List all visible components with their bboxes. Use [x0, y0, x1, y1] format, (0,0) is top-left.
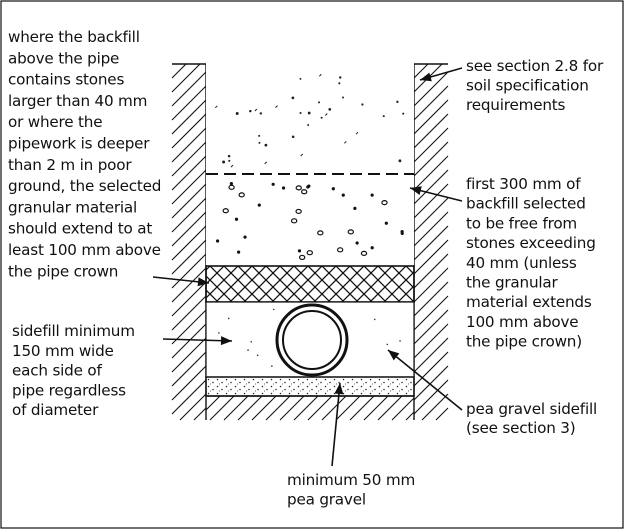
bottomHatch-lines [205, 395, 415, 421]
label-line: least 100 mm above [8, 241, 161, 259]
label-line: sidefill minimum [12, 322, 135, 340]
sidefill-arrow [162, 338, 233, 342]
label-line: where the backfill [8, 28, 140, 46]
selected-backfill-layer [206, 175, 414, 265]
label-line: pipe regardless [12, 381, 126, 399]
label-line: stones exceeding [466, 234, 596, 252]
label-line: the granular [466, 274, 559, 292]
label-line: 40 mm (unless [466, 254, 577, 272]
label-line: pipework is deeper [8, 135, 150, 153]
first-backfill-arrow-head [410, 186, 422, 196]
label-line: should extend to at [8, 220, 152, 238]
label-line: or where the [8, 113, 102, 131]
label-line: of diameter [12, 401, 99, 419]
leader-arrows [152, 67, 463, 467]
label-line: each side of [12, 362, 102, 380]
top-backfill-layer [206, 64, 414, 174]
label-line: larger than 40 mm [8, 92, 147, 110]
pipe-inner [282, 310, 342, 370]
sidefill-speckles [218, 308, 401, 367]
granular-crown-layer [205, 265, 415, 303]
label-line: backfill selected [466, 195, 586, 213]
label-line: requirements [466, 96, 566, 114]
label-line: granular material [8, 198, 137, 216]
sidefill-arrow-head [220, 336, 232, 346]
rightHatch-lines [413, 63, 449, 421]
bedding-arrow-head [334, 383, 344, 395]
label-line: pea gravel [287, 491, 366, 509]
pea-gravel-bedding [205, 376, 415, 397]
label-line: soil specification [466, 77, 589, 95]
pea-sidefill-arrow [387, 349, 463, 411]
bedding-arrow [331, 382, 341, 467]
bedding-label: minimum 50 mm pea gravel [287, 471, 415, 509]
label-line: the pipe crown [8, 262, 118, 280]
selected-backfill-stones [215, 182, 404, 261]
crown-arrow-head [197, 277, 209, 287]
label-line: above the pipe [8, 49, 119, 67]
label-line: (see section 3) [466, 419, 575, 437]
label-line: ground, the selected [8, 177, 161, 195]
label-line: 150 mm wide [12, 342, 114, 360]
label-line: than 2 m in poor [8, 156, 132, 174]
label-line: material extends [466, 293, 592, 311]
label-line: to be free from [466, 214, 577, 232]
pea-sidefill-arrow-head [388, 350, 400, 361]
backfill-note-label: where the backfill above the pipe contains… [8, 28, 161, 280]
label-line: 100 mm above [466, 313, 578, 331]
label-line: minimum 50 mm [287, 471, 415, 489]
label-line: see section 2.8 for [466, 57, 604, 75]
label-line: contains stones [8, 71, 124, 89]
top-backfill-speckles [214, 73, 405, 168]
label-line: the pipe crown) [466, 333, 582, 351]
pea-gravel-sidefill-label: pea gravel sidefill(see section 3) [466, 400, 597, 437]
leftHatch-lines [171, 63, 207, 421]
label-line: pea gravel sidefill [466, 400, 597, 418]
soil-spec-arrow-head [420, 72, 432, 82]
label-line: first 300 mm of [466, 175, 581, 193]
